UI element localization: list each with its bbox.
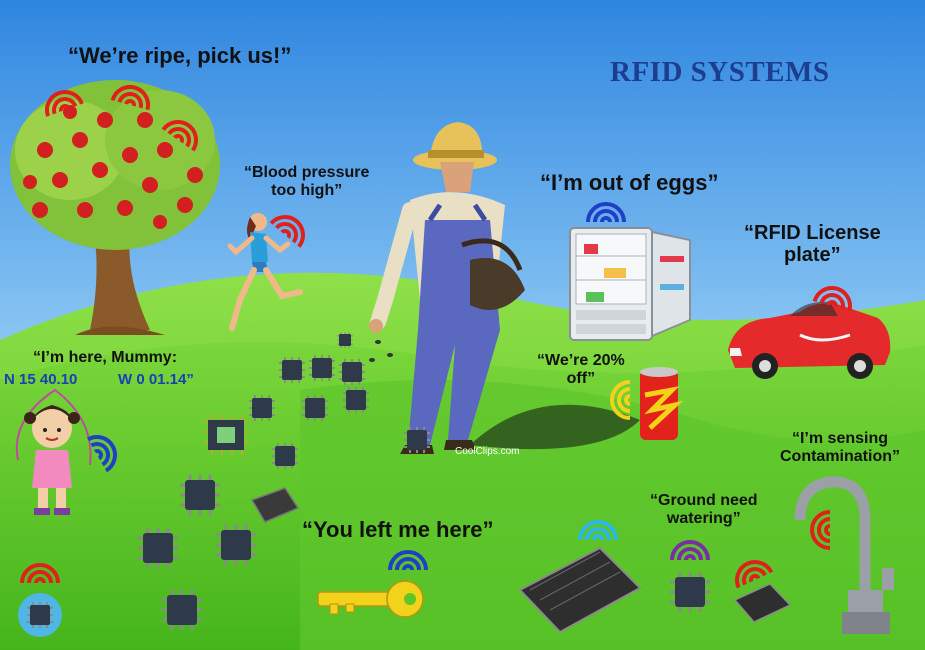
soda-can-icon bbox=[640, 367, 684, 440]
tap-caption-line: Contamination” bbox=[780, 447, 900, 465]
coordinate-west: W 0 01.14” bbox=[118, 371, 194, 388]
tree-caption: “We’re ripe, pick us!” bbox=[68, 43, 292, 68]
chip-icon bbox=[205, 415, 248, 455]
car-caption: “RFID License plate” bbox=[744, 222, 881, 267]
tap-caption-line: “I’m sensing bbox=[791, 430, 889, 447]
girl-caption: “I’m here, Mummy: bbox=[33, 349, 178, 366]
coordinate-north: N 15 40.10 bbox=[4, 371, 78, 388]
wifi-signal-icon bbox=[578, 520, 618, 541]
runner-caption-line: “Blood pressure bbox=[244, 164, 370, 181]
can-caption-line: off” bbox=[566, 369, 596, 387]
wifi-signal-icon bbox=[610, 380, 631, 420]
runner-caption-line: too high” bbox=[271, 181, 343, 199]
fridge-caption: “I’m out of eggs” bbox=[540, 170, 719, 195]
runner-icon bbox=[227, 213, 303, 331]
key-icon bbox=[317, 580, 424, 618]
car-caption-line: plate” bbox=[784, 244, 841, 267]
runner-caption: “Blood pressure too high” bbox=[244, 164, 369, 200]
chip-icon bbox=[250, 487, 792, 634]
credit-watermark: CoolClips.com bbox=[455, 446, 520, 457]
farmer-icon bbox=[369, 122, 525, 454]
page-title: RFID SYSTEMS bbox=[610, 56, 830, 88]
can-caption: “We’re 20% off” bbox=[537, 352, 625, 388]
ground-caption: “Ground need watering” bbox=[650, 492, 758, 528]
fridge-icon bbox=[569, 227, 691, 341]
car-icon bbox=[728, 301, 891, 379]
can-caption-line: “We’re 20% bbox=[537, 352, 625, 369]
wifi-signal-icon bbox=[670, 540, 710, 561]
chip-icon bbox=[18, 593, 62, 637]
ground-caption-line: watering” bbox=[666, 509, 741, 527]
car-caption-line: “RFID License bbox=[744, 222, 881, 244]
ground-caption-line: “Ground need bbox=[650, 492, 758, 509]
tap-caption: “I’m sensing Contamination” bbox=[780, 430, 900, 466]
apple-tree-icon bbox=[10, 80, 220, 335]
tap-icon bbox=[794, 476, 894, 634]
key-caption: “You left me here” bbox=[302, 517, 494, 542]
